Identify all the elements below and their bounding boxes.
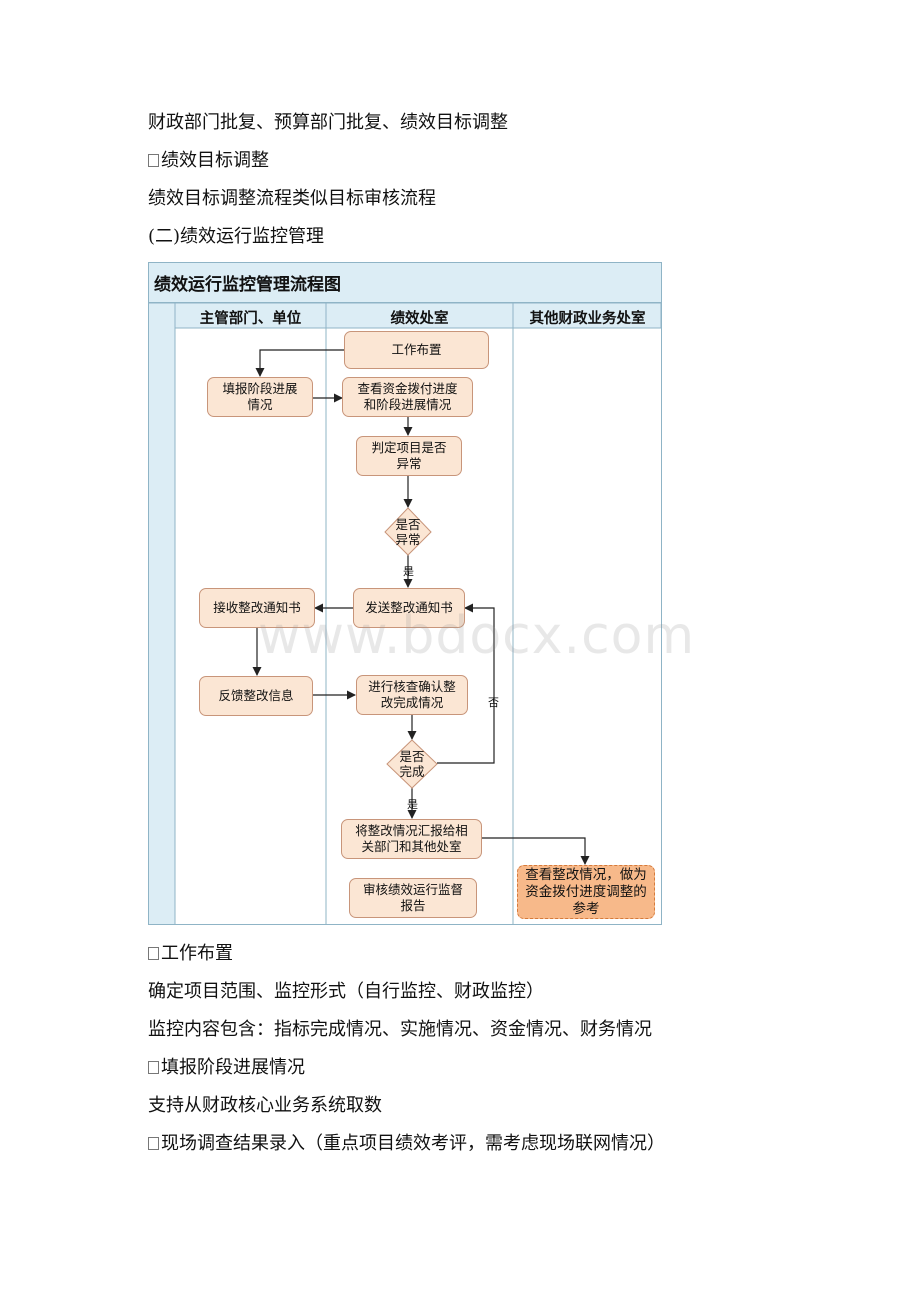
node-check-funds: 查看资金拨付进度 和阶段进展情况 (342, 377, 473, 417)
bullet-box-icon (148, 947, 159, 960)
label-yes-1: 是 (403, 565, 414, 578)
bullet-box-icon (148, 1137, 159, 1150)
bullet-box-icon (148, 154, 159, 167)
lane-header-other-offices: 其他财政业务处室 (529, 311, 646, 327)
node-receive-notice: 接收整改通知书 (199, 588, 315, 628)
decision-done-diamond (386, 739, 438, 789)
node-view-rectify: 查看整改情况，做为 资金拨付进度调整的 参考 (517, 865, 655, 919)
section-heading-monitoring: (二)绩效运行监控管理 (148, 226, 325, 247)
paragraph-approvals: 财政部门批复、预算部门批复、绩效目标调整 (148, 112, 508, 133)
decision-abnormal-label: 是否 异常 (395, 517, 421, 547)
lane-header-departments: 主管部门、单位 (199, 311, 302, 327)
paragraph-target-adjust-desc: 绩效目标调整流程类似目标审核流程 (148, 188, 436, 209)
paragraph-scope: 确定项目范围、监控形式（自行监控、财政监控） (148, 981, 544, 1002)
node-send-notice: 发送整改通知书 (353, 588, 465, 628)
node-feedback: 反馈整改信息 (199, 676, 313, 716)
label-no: 否 (488, 696, 499, 709)
paragraph-target-adjust-heading: 绩效目标调整 (148, 149, 269, 173)
paragraph-fill-progress-heading: 填报阶段进展情况 (148, 1056, 305, 1080)
node-verify: 进行核查确认整 改完成情况 (356, 675, 468, 715)
monitoring-flowchart: 绩效运行监控管理流程图 主管部门、单位 绩效处室 其他财政业务处室 工作布置 填… (148, 262, 662, 925)
watermark: www.bdocx.com (258, 606, 696, 666)
title-band (148, 262, 662, 303)
node-judge-abnormal: 判定项目是否 异常 (356, 436, 462, 476)
arrow-setup-to-fill (255, 349, 344, 377)
flowchart-canvas (148, 262, 662, 925)
connectors (252, 349, 590, 865)
flowchart-title: 绩效运行监控管理流程图 (154, 275, 341, 295)
paragraph-work-setup-heading: 工作布置 (148, 942, 233, 966)
label-yes-2: 是 (407, 798, 418, 811)
node-report: 将整改情况汇报给相 关部门和其他处室 (341, 819, 482, 859)
paragraph-core-system: 支持从财政核心业务系统取数 (148, 1095, 382, 1116)
arrow-decision-no-loop (437, 603, 495, 764)
paragraph-monitor-content: 监控内容包含：指标完成情况、实施情况、资金情况、财务情况 (148, 1019, 652, 1040)
lane-header-band (174, 302, 662, 329)
paragraph-site-survey-heading: 现场调查结果录入（重点项目绩效考评，需考虑现场联网情况） (148, 1132, 665, 1156)
decision-abnormal-diamond (384, 507, 432, 556)
left-gutter (148, 302, 176, 925)
lane-header-performance-office: 绩效处室 (390, 311, 449, 327)
node-work-setup: 工作布置 (344, 331, 489, 369)
bullet-box-icon (148, 1061, 159, 1074)
node-review-report: 审核绩效运行监督 报告 (349, 878, 477, 918)
node-fill-progress: 填报阶段进展 情况 (207, 377, 313, 417)
arrow-report-to-view (482, 837, 590, 865)
decision-done-label: 是否 完成 (399, 749, 425, 779)
